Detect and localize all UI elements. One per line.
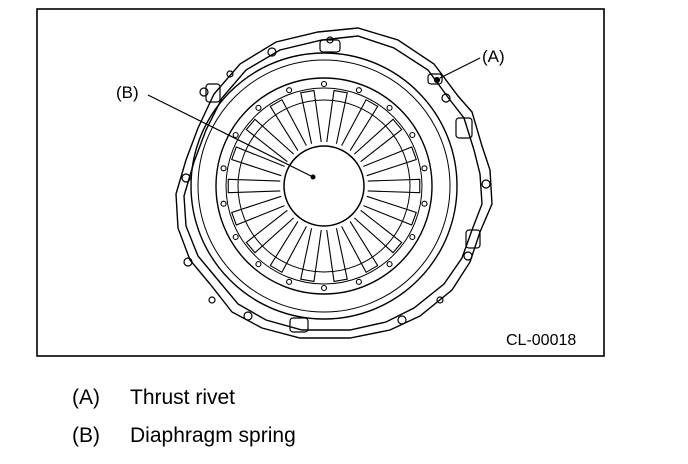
thrust-rivet — [427, 73, 443, 85]
spring-slot-hole — [320, 284, 328, 292]
spring-slot-hole — [409, 233, 416, 241]
spring-slot-hole — [220, 200, 227, 207]
legend-item-b: (B) Diaphragm spring — [72, 424, 296, 448]
spring-slot-hole — [386, 261, 393, 268]
spring-slot-hole — [286, 87, 293, 94]
leader-line-a — [439, 57, 481, 79]
spring-slot-hole — [421, 200, 428, 207]
spring-slot-hole — [320, 80, 328, 88]
spring-finger — [363, 146, 417, 177]
leader-dot-b — [310, 174, 316, 180]
spring-finger — [231, 146, 285, 177]
legend-key-b: (B) — [72, 424, 100, 447]
spring-finger — [269, 221, 307, 274]
spring-finger — [269, 98, 307, 151]
spring-slot-hole — [421, 165, 428, 172]
mounting-holes — [181, 36, 491, 325]
cover-lugs — [205, 39, 481, 333]
spring-finger — [245, 209, 295, 254]
legend-text-b: Diaphragm spring — [130, 424, 296, 447]
pressure-plate-rings — [190, 52, 458, 320]
spring-finger — [227, 178, 281, 194]
legend-item-a: (A) Thrust rivet — [72, 386, 235, 410]
leader-line-b — [147, 94, 314, 178]
figure-code: CL-00018 — [506, 332, 576, 349]
spring-slot-hole — [220, 165, 227, 172]
legend-key-a: (A) — [72, 386, 100, 409]
spring-slot-hole — [286, 278, 293, 285]
legend-text-a: Thrust rivet — [130, 386, 236, 409]
callout-b: (B) — [116, 83, 139, 102]
spring-slot-hole — [386, 104, 393, 111]
spring-finger — [300, 89, 322, 144]
callout-a: (A) — [482, 47, 505, 66]
spring-finger — [367, 178, 421, 194]
spring-finger — [326, 89, 348, 144]
spring-finger — [341, 98, 379, 151]
spring-slot-hole — [232, 233, 239, 241]
spring-slot-hole — [355, 87, 362, 94]
spring-finger — [363, 195, 417, 226]
spring-finger — [231, 195, 285, 226]
spring-slot-hole — [255, 261, 262, 268]
spring-finger — [353, 209, 403, 254]
spring-center-hole — [283, 145, 365, 227]
clutch-cover-diagram: (A) (B) CL-00018 — [36, 8, 605, 357]
spring-finger — [300, 228, 322, 283]
spring-finger — [245, 118, 295, 163]
spring-slot-hole — [255, 104, 262, 111]
clutch-cover-outline — [175, 27, 493, 339]
figure-frame — [36, 8, 605, 357]
spring-finger — [341, 221, 379, 274]
spring-slot-hole — [232, 131, 239, 139]
spring-finger — [326, 228, 348, 283]
spring-slot-hole — [355, 278, 362, 285]
spring-finger — [353, 118, 403, 163]
spring-slot-hole — [409, 131, 416, 139]
diaphragm-spring-fingers — [220, 80, 428, 292]
